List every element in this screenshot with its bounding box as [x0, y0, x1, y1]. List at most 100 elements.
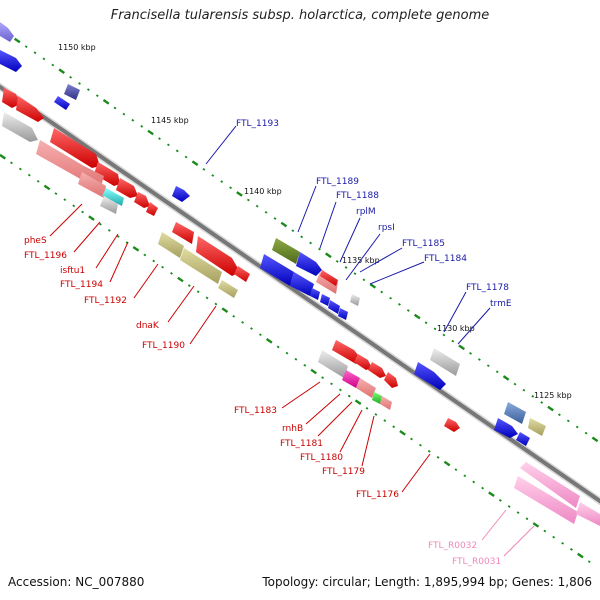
scale-tick	[488, 491, 495, 497]
rna-labels[interactable]: FTL_R0032 FTL_R0031	[428, 541, 501, 567]
scale-tick	[161, 265, 164, 269]
scale-tick	[191, 160, 199, 166]
label-leaders-upper	[205, 125, 491, 345]
scale-tick	[463, 474, 467, 478]
gene-arrow	[0, 50, 22, 72]
scale-tick	[280, 221, 288, 228]
scale-tick	[525, 517, 529, 521]
gene-label: trmE	[490, 299, 512, 309]
scale-tick	[513, 382, 517, 386]
gene-arrow	[504, 402, 526, 424]
gene-arrow	[380, 396, 392, 410]
gene-arrow	[116, 178, 138, 198]
gene-arrow	[320, 294, 330, 306]
scale-tick	[399, 430, 406, 436]
scale-tick	[584, 431, 588, 435]
kbp-tick-labels: 1150 kbp 1145 kbp 1140 kbp 1135 kbp 1130…	[58, 43, 572, 400]
gene-arrow	[64, 84, 80, 100]
gene-arrow	[328, 300, 340, 314]
gene-arrow	[516, 432, 530, 446]
tick-label-1140: 1140 kbp	[244, 187, 282, 196]
gene-arrow	[356, 378, 376, 398]
scale-tick	[424, 321, 428, 325]
gene-arrow	[218, 280, 238, 298]
scale-tick	[344, 266, 348, 269]
scale-tick	[310, 368, 317, 375]
gene-arrow	[528, 418, 546, 436]
scale-tick	[410, 437, 413, 441]
scale-tick	[132, 246, 140, 252]
gene-labels-upper[interactable]: FTL_1193 FTL_1189 FTL_1188 rplM rpsI FTL…	[236, 119, 512, 309]
scale-tick	[265, 338, 273, 344]
scale-tick	[472, 480, 476, 484]
gene-arrow	[332, 340, 362, 364]
scale-tick	[264, 210, 268, 214]
gene-arrow	[310, 288, 320, 300]
gene-label: rplM	[356, 207, 376, 217]
scale-tick	[531, 394, 535, 398]
gene-arrow	[430, 348, 460, 376]
scale-tick	[255, 204, 259, 208]
gene-label: FTL_1179	[322, 467, 365, 477]
gene-arrow	[354, 354, 372, 370]
gene-label: FTL_1196	[24, 251, 67, 261]
scale-tick	[418, 443, 422, 447]
scale-tick	[436, 456, 440, 459]
scale-tick	[413, 313, 421, 320]
gene-arrow	[134, 192, 150, 208]
rna-arrow	[514, 476, 578, 524]
rna-label: FTL_R0031	[452, 557, 501, 567]
gene-arrow	[146, 202, 158, 216]
gene-arrow	[180, 248, 222, 284]
scale-tick	[81, 210, 84, 214]
accession-text: Accession: NC_007880	[8, 575, 145, 589]
genome-summary-text: Topology: circular; Length: 1,895,994 bp…	[262, 575, 592, 589]
gene-arrow	[444, 418, 460, 432]
scale-tick	[24, 45, 28, 49]
gene-arrow	[172, 222, 194, 244]
scale-tick	[347, 394, 351, 398]
gene-arrow	[372, 392, 382, 404]
scale-tick	[507, 505, 511, 508]
gene-arrow	[2, 112, 38, 142]
gene-features[interactable]	[0, 22, 600, 526]
scale-tick	[147, 129, 154, 136]
scale-tick	[170, 271, 173, 275]
gene-label: FTL_1194	[60, 280, 103, 290]
scale-tick	[442, 333, 446, 337]
scale-tick	[221, 307, 229, 313]
scale-tick	[552, 535, 556, 539]
scale-tick	[205, 296, 209, 300]
gene-arrow	[342, 370, 360, 388]
scale-tick	[458, 344, 465, 351]
gene-label: isftu1	[60, 266, 85, 276]
gene-arrow	[16, 96, 44, 122]
scale-tick	[88, 215, 95, 221]
scale-tick	[389, 296, 392, 300]
scale-tick	[232, 314, 236, 318]
tick-label-1150: 1150 kbp	[58, 43, 96, 52]
scale-tick	[33, 51, 37, 55]
gene-label: FTL_1183	[234, 406, 277, 416]
gene-labels-lower[interactable]: pheS FTL_1196 isftu1 FTL_1194 FTL_1192 d…	[24, 236, 399, 500]
gene-arrow	[272, 238, 300, 264]
scale-tick	[392, 425, 396, 429]
scale-tick	[374, 413, 378, 416]
scale-tick	[486, 364, 490, 368]
rna-arrow	[520, 462, 580, 508]
scale-tick	[291, 229, 295, 233]
scale-tick	[502, 375, 510, 381]
scale-ruler-upper	[13, 37, 599, 443]
scale-tick	[220, 180, 224, 183]
scale-tick	[335, 260, 339, 263]
scale-tick	[362, 278, 366, 282]
scale-tick	[131, 118, 135, 122]
scale-tick	[339, 388, 342, 392]
scale-tick	[365, 406, 369, 410]
scale-tick	[309, 241, 313, 245]
scale-tick	[303, 363, 307, 367]
gene-label: FTL_1188	[336, 191, 379, 201]
gene-label: FTL_1178	[466, 283, 509, 293]
scale-tick	[259, 333, 262, 337]
